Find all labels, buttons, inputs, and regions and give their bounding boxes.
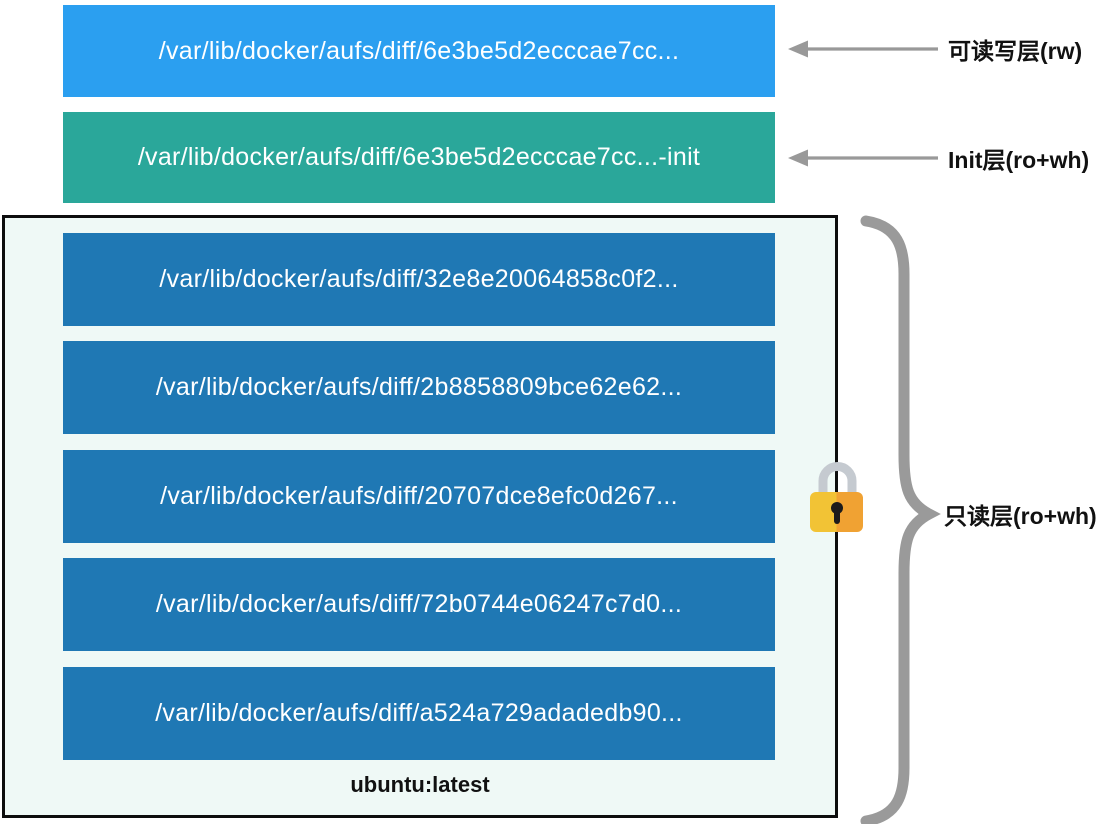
init-layer-bar: /var/lib/docker/aufs/diff/6e3be5d2ecccae… (63, 112, 775, 203)
readonly-layer-bar: /var/lib/docker/aufs/diff/32e8e20064858c… (63, 233, 775, 326)
readonly-layer-bar: /var/lib/docker/aufs/diff/72b0744e06247c… (63, 558, 775, 651)
rw-arrow-icon (788, 40, 938, 58)
readonly-layer-path: /var/lib/docker/aufs/diff/a524a729adaded… (155, 699, 683, 727)
image-name-label: ubuntu:latest (350, 772, 490, 797)
readonly-layer-bar: /var/lib/docker/aufs/diff/20707dce8efc0d… (63, 450, 775, 543)
readonly-brace (860, 215, 941, 824)
writable-layer-path: /var/lib/docker/aufs/diff/6e3be5d2ecccae… (158, 36, 680, 65)
readonly-layer-bar: /var/lib/docker/aufs/diff/2b8858809bce62… (63, 341, 775, 434)
readonly-layer-path: /var/lib/docker/aufs/diff/20707dce8efc0d… (160, 482, 678, 510)
readonly-layer-path: /var/lib/docker/aufs/diff/2b8858809bce62… (155, 373, 683, 401)
readonly-layer-path: /var/lib/docker/aufs/diff/72b0744e06247c… (155, 590, 683, 618)
writable-layer-annotation: 可读写层(rw) (948, 38, 1083, 64)
readonly-layer-bar: /var/lib/docker/aufs/diff/a524a729adaded… (63, 667, 775, 760)
writable-layer-bar: /var/lib/docker/aufs/diff/6e3be5d2ecccae… (63, 5, 775, 97)
init-arrow-icon (788, 149, 938, 167)
init-layer-annotation: Init层(ro+wh) (948, 147, 1090, 173)
readonly-layer-path: /var/lib/docker/aufs/diff/32e8e20064858c… (159, 265, 679, 293)
readonly-layer-annotation: 只读层(ro+wh) (944, 503, 1097, 529)
init-layer-path: /var/lib/docker/aufs/diff/6e3be5d2ecccae… (137, 143, 701, 171)
